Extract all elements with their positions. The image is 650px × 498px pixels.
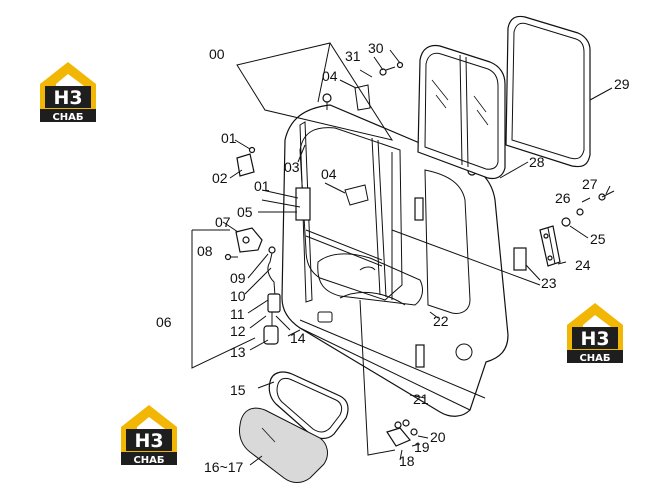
label-10: 10 bbox=[230, 288, 246, 304]
label-09: 09 bbox=[230, 270, 246, 286]
label-11: 11 bbox=[230, 306, 245, 322]
label-21: 21 bbox=[413, 391, 429, 407]
label-04-mid: 04 bbox=[321, 166, 337, 182]
lower-glass-parts bbox=[239, 371, 349, 483]
logo-mark-text: H3 bbox=[580, 328, 609, 350]
label-27: 27 bbox=[582, 176, 598, 192]
label-08: 08 bbox=[197, 243, 213, 259]
label-24: 24 bbox=[575, 257, 591, 273]
label-02: 02 bbox=[212, 170, 228, 186]
logo-mark-text: H3 bbox=[134, 430, 163, 452]
label-12: 12 bbox=[230, 323, 246, 339]
label-25: 25 bbox=[590, 231, 606, 247]
label-01-mid: 01 bbox=[254, 178, 270, 194]
brand-logo-bottom-left: H3 СНАБ bbox=[121, 405, 177, 466]
label-15: 15 bbox=[230, 382, 246, 398]
label-18: 18 bbox=[399, 453, 415, 469]
upper-window-glass bbox=[417, 44, 506, 180]
label-28: 28 bbox=[529, 154, 545, 170]
brand-logo-top-left: H3 СНАБ bbox=[40, 62, 96, 123]
window-seal bbox=[505, 15, 591, 168]
label-06: 06 bbox=[156, 314, 172, 330]
label-14: 14 bbox=[290, 330, 306, 346]
label-13: 13 bbox=[230, 344, 246, 360]
label-07: 07 bbox=[215, 214, 231, 230]
label-01-top: 01 bbox=[221, 130, 237, 146]
bottom-hinge-parts bbox=[386, 419, 418, 447]
brand-logo-right: H3 СНАБ bbox=[567, 303, 623, 364]
label-16-17: 16~17 bbox=[204, 459, 244, 475]
label-20: 20 bbox=[430, 429, 446, 445]
door-frame bbox=[281, 84, 509, 417]
logo-name-text: СНАБ bbox=[52, 112, 83, 123]
left-small-parts bbox=[224, 68, 387, 345]
logo-name-text: СНАБ bbox=[579, 353, 610, 364]
label-05: 05 bbox=[237, 204, 253, 220]
label-26: 26 bbox=[555, 190, 571, 206]
label-30: 30 bbox=[368, 40, 384, 56]
label-19: 19 bbox=[414, 439, 430, 455]
label-31: 31 bbox=[345, 48, 361, 64]
label-03: 03 bbox=[284, 159, 300, 175]
label-22: 22 bbox=[433, 313, 449, 329]
logo-name-text: СНАБ bbox=[133, 455, 164, 466]
label-23: 23 bbox=[541, 275, 557, 291]
callout-labels: 00 31 30 04 01 02 03 04 01 05 07 08 09 1… bbox=[156, 40, 630, 475]
leader-lines bbox=[191, 42, 613, 466]
label-29: 29 bbox=[614, 76, 630, 92]
label-04-top: 04 bbox=[322, 68, 338, 84]
logo-mark-text: H3 bbox=[53, 87, 82, 109]
label-00: 00 bbox=[209, 46, 225, 62]
